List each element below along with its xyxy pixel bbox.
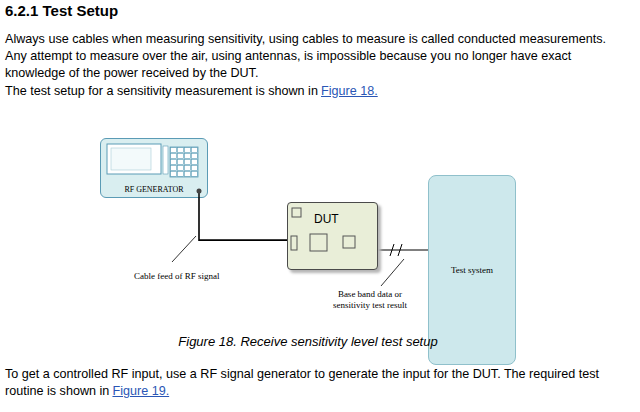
label-box: Cable feed of RF signal: [134, 265, 219, 283]
generator-display: [111, 148, 151, 170]
generator-keypad: [170, 147, 198, 177]
body-text: The test setup for a sensitivity measure…: [5, 84, 318, 98]
cable-stub: [198, 191, 200, 198]
bus-slash: [398, 244, 402, 256]
caption-box: Figure 18. Receive sensitivity level tes…: [0, 334, 616, 350]
dut-board: DUT: [287, 202, 378, 270]
generator-screen: [107, 144, 161, 174]
rf-cable: [199, 198, 287, 240]
figure-caption: Figure 18. Receive sensitivity level tes…: [178, 334, 437, 349]
body-text: Always use cables when measuring sensiti…: [5, 32, 606, 80]
paragraph: The test setup for a sensitivity measure…: [5, 83, 627, 100]
figure-link: Figure 19.: [112, 384, 169, 398]
figure-link: Figure 18.: [321, 84, 378, 98]
rf-connector: [197, 189, 202, 194]
dut-component: [310, 234, 327, 251]
test-system-box: Test system: [428, 175, 516, 365]
dut-component: [343, 236, 355, 248]
node-label: RF GENERATOR: [124, 185, 183, 195]
body-text: To get a controlled RF input, use a RF s…: [5, 367, 599, 398]
generator-buttons: [163, 146, 168, 174]
node-label: Test system: [451, 265, 493, 276]
label-box: Base band data or sensitivity test resul…: [326, 289, 414, 312]
node-label: DUT: [314, 212, 339, 226]
rf-generator-box: RF GENERATOR: [100, 138, 208, 198]
paragraph: Always use cables when measuring sensiti…: [5, 31, 627, 82]
section-heading: 6.2.1 Test Setup: [5, 2, 118, 19]
signal-label: Base band data or sensitivity test resul…: [326, 289, 414, 311]
leader-line: [172, 236, 196, 262]
bus-slash: [390, 244, 394, 256]
data-link: [378, 250, 428, 251]
heading-box: 6.2.1 Test Setup: [5, 2, 118, 20]
leader-line: [381, 259, 404, 286]
dut-component: [291, 236, 297, 250]
dut-component: [292, 208, 301, 217]
cable-label: Cable feed of RF signal: [134, 271, 219, 281]
paragraph: To get a controlled RF input, use a RF s…: [5, 366, 627, 400]
